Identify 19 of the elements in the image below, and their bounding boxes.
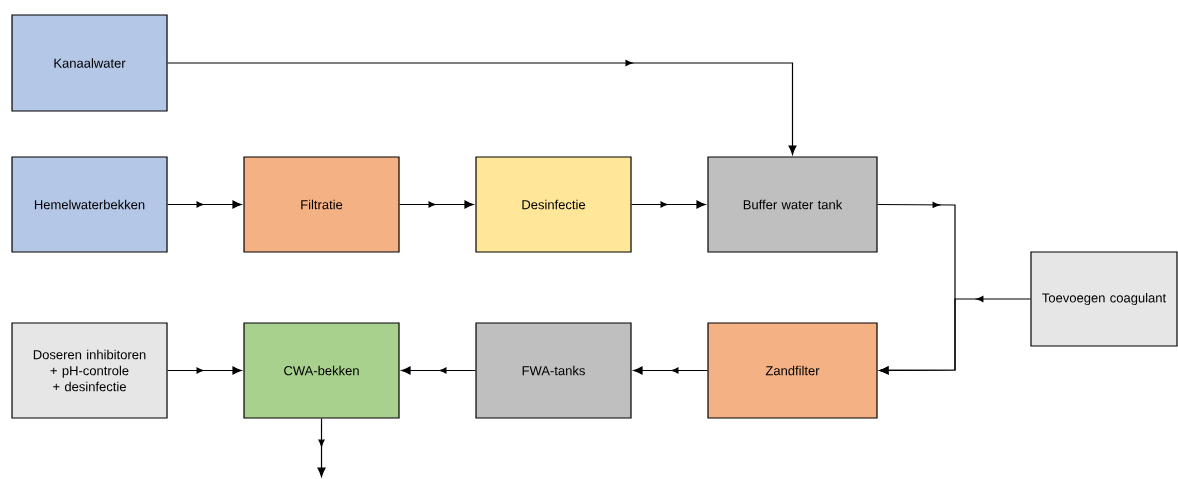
arrow [167,366,242,375]
arrow [401,366,476,375]
dosing-box: Doseren inhibitoren + pH-controle + desinfectie [11,322,168,419]
arrow [631,200,706,209]
arrow [167,59,797,155]
arrow [879,295,1031,375]
basin-box: CWA-bekken [243,322,400,419]
process-box: Desinfectie [475,156,632,253]
process-box: Zandfilter [707,322,878,419]
arrow [317,418,326,477]
arrow [167,200,242,209]
tank-box: Buffer water tank [707,156,878,253]
tank-box: FWA-tanks [475,322,632,419]
source-box: Hemelwaterbekken [11,156,168,253]
dosing-box: Toevoegen coagulant [1030,251,1178,347]
arrow [633,366,708,375]
arrow [399,200,474,209]
process-box: Filtratie [243,156,400,253]
source-box: Kanaalwater [11,14,168,112]
